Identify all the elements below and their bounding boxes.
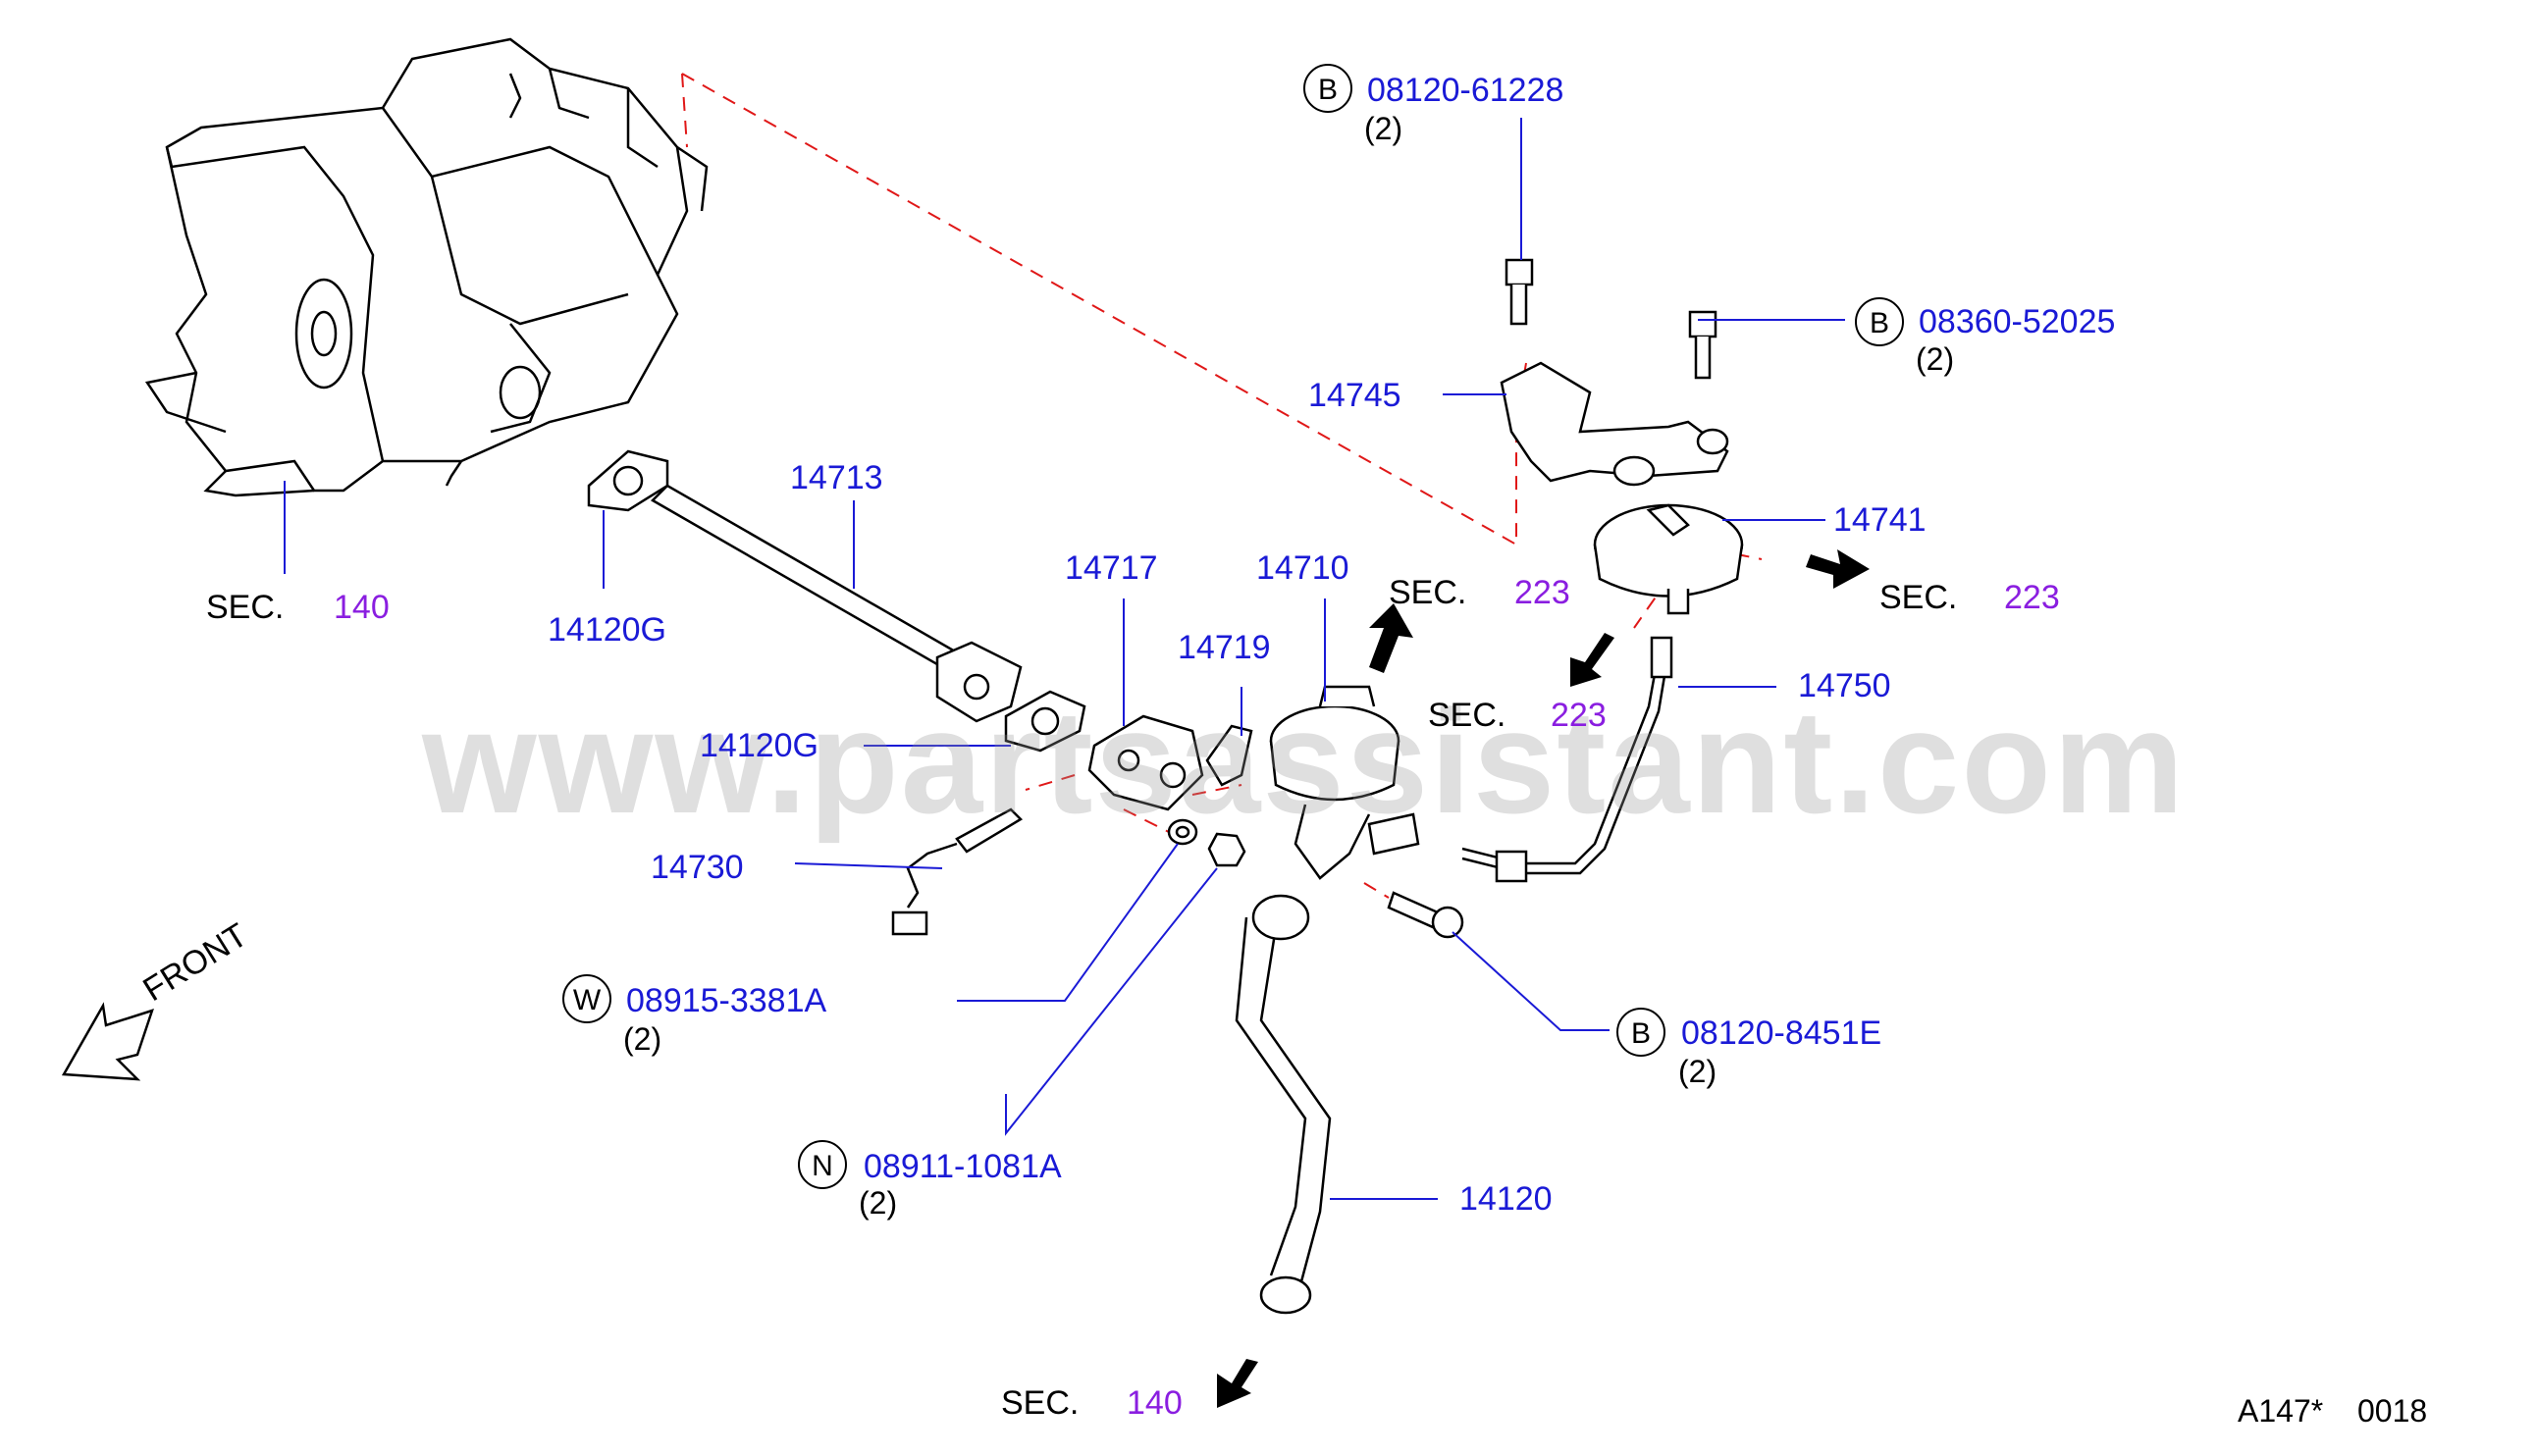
gasket-top-drawing [587,449,669,512]
part-label-14750[interactable]: 14750 [1798,667,1891,704]
hose-14120-drawing [1235,894,1332,1315]
adapter-drawing [1087,714,1204,811]
section-link-223-c[interactable]: 223 [1551,697,1607,734]
part-label-14120[interactable]: 14120 [1459,1180,1553,1218]
egr-tube-drawing [650,484,1023,723]
tube-14750-drawing [1461,636,1673,883]
section-link-140-engine[interactable]: 140 [334,589,390,626]
arrows [1217,549,1870,1408]
part-label-14730[interactable]: 14730 [651,849,744,886]
arrow-down-140 [1217,1359,1258,1408]
bolt-top-left-drawing [1505,258,1534,326]
section-link-140-bottom[interactable]: 140 [1127,1384,1183,1422]
prefix-circle-b: B [1616,1008,1665,1057]
prefix-circle-b: B [1855,297,1904,346]
part-label-08120-8451e[interactable]: 08120-8451E [1681,1014,1882,1052]
arrow-right [1806,549,1870,589]
diagram-number: 0018 [2357,1393,2428,1429]
part-label-14719[interactable]: 14719 [1178,629,1271,666]
part-label-08915-3381a[interactable]: 08915-3381A [626,982,827,1019]
part-label-08911-1081a[interactable]: 08911-1081A [864,1148,1062,1185]
sec-label: SEC. [1879,579,1958,616]
bolt-lower-drawing [1387,891,1464,939]
gasket-14719-drawing [1205,724,1253,787]
leader-lines [284,118,1845,1200]
qty-label: (2) [623,1021,662,1057]
part-label-08120-61228[interactable]: 08120-61228 [1367,72,1564,109]
diagram-code: A147* [2238,1393,2324,1429]
bolt-top-right-drawing [1688,310,1717,380]
sec-label: SEC. [1428,697,1506,734]
egr-valve-drawing [1269,685,1420,880]
prefix-circle-w: W [562,974,611,1023]
prefix-circle-n: N [798,1140,847,1189]
part-label-14741[interactable]: 14741 [1833,501,1927,539]
part-label-14713[interactable]: 14713 [790,459,883,496]
arrow-down-223 [1570,633,1614,687]
qty-label: (2) [1916,341,1955,377]
sensor-drawing [891,807,1024,936]
washer-nut-drawing [1167,818,1246,867]
part-label-14710[interactable]: 14710 [1256,549,1349,587]
section-link-223-b[interactable]: 223 [2004,579,2060,616]
part-label-08360-52025[interactable]: 08360-52025 [1919,303,2116,340]
vsv-drawing [1593,503,1744,615]
sec-label: SEC. [206,589,285,626]
part-label-14745[interactable]: 14745 [1308,377,1401,414]
qty-label: (2) [1678,1054,1717,1089]
part-label-14717[interactable]: 14717 [1065,549,1158,587]
part-label-14120g-middle[interactable]: 14120G [700,727,819,764]
part-label-14120g-top[interactable]: 14120G [548,611,666,649]
gasket-middle-drawing [1004,690,1086,753]
engine-block-drawing [144,37,709,497]
sec-label: SEC. [1389,574,1467,611]
sec-label: SEC. [1001,1384,1080,1422]
qty-label: (2) [1364,111,1403,146]
bracket-drawing [1500,361,1729,487]
watermark: www.partsassistant.com [422,679,2187,844]
prefix-circle-b: B [1303,64,1352,113]
arrow-up [1369,603,1413,673]
section-link-223-a[interactable]: 223 [1514,574,1570,611]
front-arrow [61,1002,154,1081]
qty-label: (2) [859,1185,898,1221]
